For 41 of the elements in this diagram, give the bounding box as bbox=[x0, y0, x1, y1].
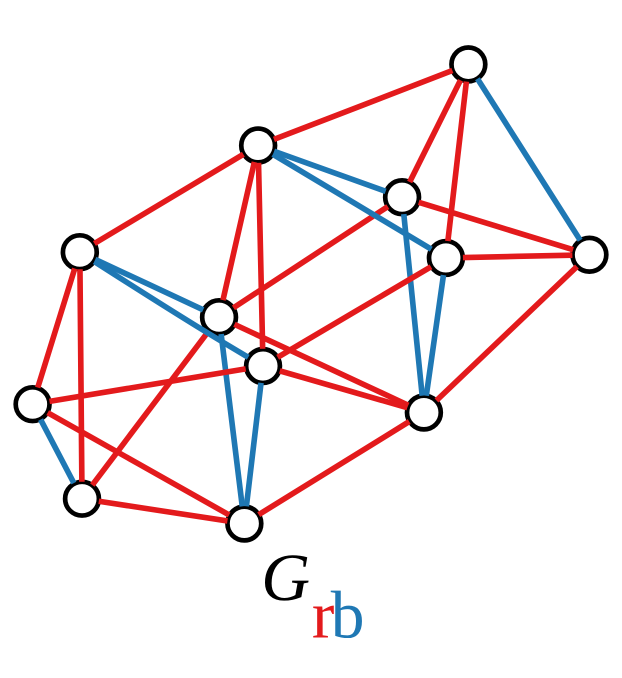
node-circle bbox=[382, 178, 422, 216]
connector bbox=[418, 200, 574, 252]
node-circle bbox=[13, 384, 52, 424]
connector bbox=[462, 252, 572, 260]
connector bbox=[233, 322, 410, 408]
connector bbox=[445, 81, 470, 242]
connector bbox=[94, 256, 204, 312]
node-circle bbox=[404, 393, 444, 432]
node-circle bbox=[225, 504, 264, 543]
connector bbox=[38, 418, 76, 484]
connector bbox=[434, 264, 579, 403]
connector bbox=[220, 161, 258, 301]
connector bbox=[279, 368, 408, 410]
node-circle bbox=[62, 479, 102, 518]
connector bbox=[49, 366, 246, 404]
connector bbox=[92, 259, 250, 360]
connector bbox=[256, 162, 266, 349]
node-circle bbox=[570, 236, 609, 274]
connector bbox=[273, 148, 387, 194]
node-circle bbox=[238, 126, 278, 165]
connector bbox=[218, 334, 246, 507]
connector bbox=[271, 152, 433, 252]
connector bbox=[475, 77, 583, 242]
connector bbox=[407, 79, 463, 184]
node-circle bbox=[244, 346, 282, 386]
connector bbox=[244, 382, 264, 507]
connector bbox=[46, 410, 230, 518]
connector bbox=[77, 269, 85, 482]
connector bbox=[92, 152, 245, 246]
connector bbox=[272, 68, 454, 142]
node-circle bbox=[60, 232, 100, 272]
connector bbox=[257, 419, 411, 517]
node-circle bbox=[200, 298, 238, 336]
connector bbox=[424, 274, 446, 396]
connector bbox=[232, 204, 390, 310]
connector bbox=[98, 498, 228, 524]
node-circle bbox=[426, 238, 466, 278]
connector bbox=[401, 214, 425, 396]
connector bbox=[35, 268, 78, 388]
node-circle bbox=[449, 45, 488, 84]
connector bbox=[276, 264, 432, 360]
